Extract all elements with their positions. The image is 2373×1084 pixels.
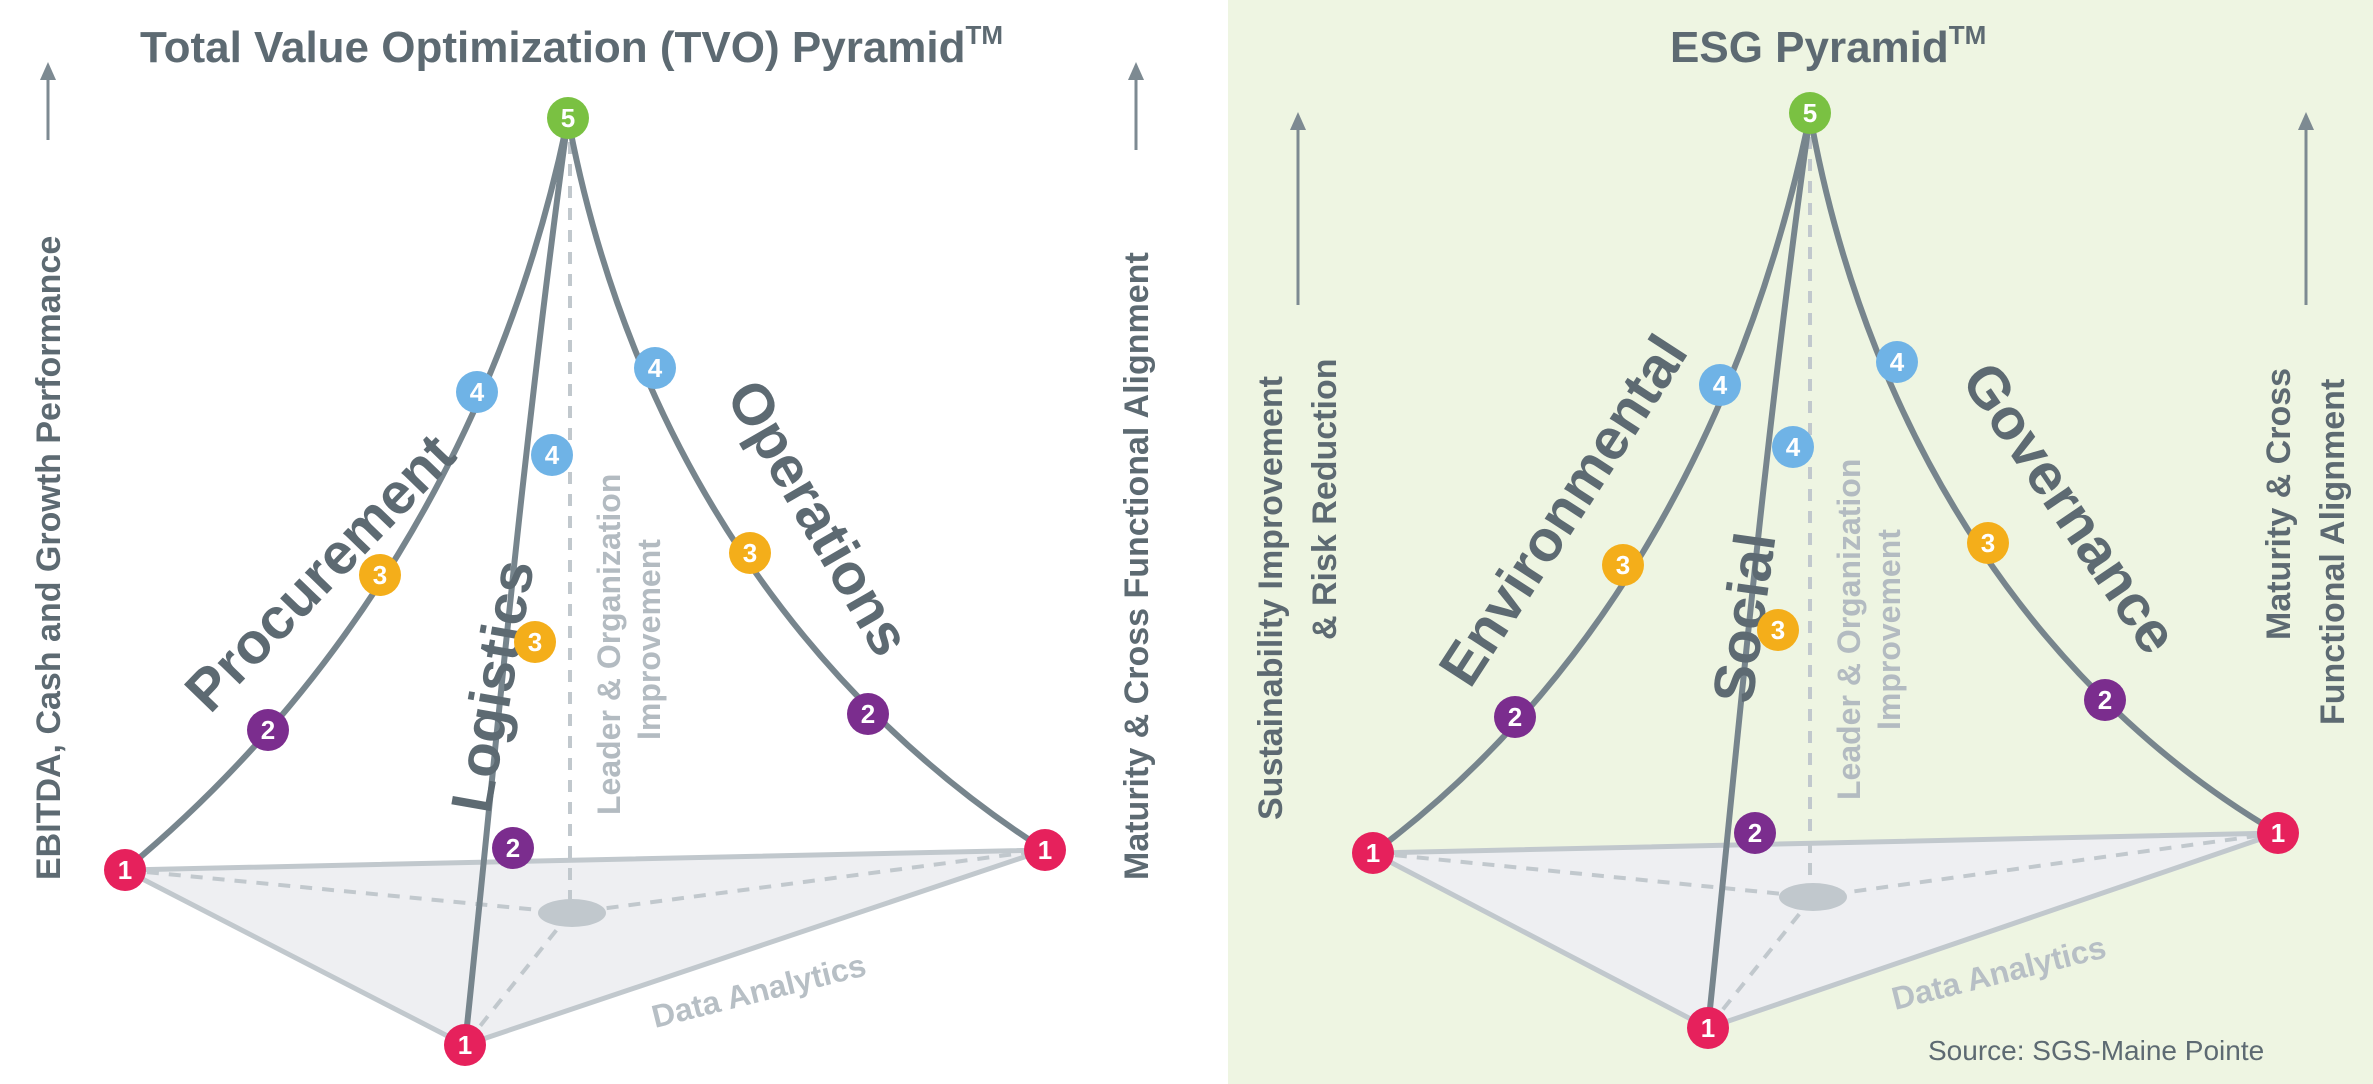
svg-text:5: 5: [561, 103, 575, 133]
tvo-right-axis-label: Maturity & Cross Functional Alignment: [1118, 252, 1156, 880]
tvo-pyramid: Total Value Optimization (TVO) PyramidTM…: [30, 20, 1156, 1066]
tvo-level-node: 5: [547, 97, 589, 139]
tvo-left-axis-label: EBITDA, Cash and Growth Performance: [30, 236, 68, 880]
esg-level-node: 3: [1757, 609, 1799, 651]
svg-text:3: 3: [373, 560, 387, 590]
esg-level-node: 3: [1967, 522, 2009, 564]
esg-level-node: 2: [2084, 679, 2126, 721]
svg-text:2: 2: [2098, 685, 2112, 715]
tvo-level-node: 2: [492, 827, 534, 869]
esg-level-node: 4: [1876, 341, 1918, 383]
tvo-level-node: 4: [456, 371, 498, 413]
tvo-label-procurement: Procurement: [173, 422, 468, 725]
tvo-base-fill: [125, 850, 1045, 1045]
svg-text:1: 1: [1038, 835, 1052, 865]
tvo-level-node: 1: [1024, 829, 1066, 871]
tvo-level-node: 1: [444, 1024, 486, 1066]
svg-text:4: 4: [1890, 347, 1905, 377]
tvo-right-axis: Maturity & Cross Functional Alignment: [1118, 62, 1156, 880]
esg-level-node: 2: [1494, 696, 1536, 738]
esg-level-node: 1: [1352, 832, 1394, 874]
tvo-level-node: 4: [531, 434, 573, 476]
esg-label-environmental: Environmental: [1426, 324, 1700, 697]
svg-text:2: 2: [1508, 702, 1522, 732]
esg-edge-environmental: [1370, 112, 1813, 856]
tvo-level-node: 4: [634, 347, 676, 389]
svg-text:3: 3: [1981, 528, 1995, 558]
svg-text:4: 4: [1786, 432, 1801, 462]
svg-text:1: 1: [2271, 818, 2285, 848]
esg-right-axis: Maturity & Cross Functional Alignment: [2260, 112, 2352, 725]
svg-text:2: 2: [861, 699, 875, 729]
tvo-edge-procurement: [122, 115, 571, 873]
esg-right-axis-label-2: Functional Alignment: [2314, 379, 2352, 725]
tvo-level-node: 3: [359, 554, 401, 596]
esg-right-axis-label-1: Maturity & Cross: [2260, 368, 2298, 640]
svg-text:3: 3: [1771, 615, 1785, 645]
esg-center-base: [1779, 883, 1847, 911]
esg-left-axis-label-2: & Risk Reduction: [1306, 359, 1344, 640]
tvo-level-node: 2: [247, 709, 289, 751]
svg-text:5: 5: [1803, 98, 1817, 128]
svg-text:3: 3: [743, 538, 757, 568]
esg-level-node: 4: [1772, 426, 1814, 468]
esg-left-axis: Sustainability Improvement & Risk Reduct…: [1252, 112, 1344, 820]
tvo-level-node: 3: [729, 532, 771, 574]
svg-text:2: 2: [1748, 818, 1762, 848]
tvo-edge-logistics: [462, 115, 571, 1048]
svg-text:1: 1: [458, 1030, 472, 1060]
esg-label-governance: Governance: [1949, 351, 2190, 665]
esg-level-node: 5: [1789, 92, 1831, 134]
esg-level-node: 1: [1687, 1007, 1729, 1049]
svg-text:4: 4: [648, 353, 663, 383]
svg-text:1: 1: [1366, 838, 1380, 868]
esg-title: ESG PyramidTM: [1670, 20, 1986, 72]
esg-pyramid: ESG PyramidTM Sustainability Improvement…: [1252, 20, 2352, 1066]
svg-text:2: 2: [261, 715, 275, 745]
esg-edge-social: [1705, 112, 1813, 1031]
tvo-level-node: 2: [847, 693, 889, 735]
svg-text:2: 2: [506, 833, 520, 863]
tvo-level-node: 3: [514, 621, 556, 663]
esg-base-fill: [1373, 833, 2278, 1028]
tvo-title: Total Value Optimization (TVO) PyramidTM: [140, 20, 1003, 72]
esg-level-node: 2: [1734, 812, 1776, 854]
svg-text:3: 3: [528, 627, 542, 657]
tvo-left-axis: EBITDA, Cash and Growth Performance: [30, 62, 68, 880]
svg-text:3: 3: [1616, 550, 1630, 580]
svg-text:1: 1: [118, 855, 132, 885]
tvo-label-logistics: Logistics: [439, 555, 547, 817]
esg-level-node: 3: [1602, 544, 1644, 586]
tvo-leader-line1: Leader & Organization: [591, 474, 627, 815]
tvo-label-operations: Operations: [714, 369, 923, 667]
source-note: Source: SGS-Maine Pointe: [1928, 1035, 2264, 1066]
tvo-level-node: 1: [104, 849, 146, 891]
tvo-center-base: [538, 899, 606, 927]
esg-leader-line1: Leader & Organization: [1831, 459, 1867, 800]
esg-level-node: 4: [1699, 364, 1741, 406]
svg-text:4: 4: [470, 377, 485, 407]
tvo-leader-line2: Improvement: [631, 539, 667, 740]
svg-text:4: 4: [545, 440, 560, 470]
svg-text:1: 1: [1701, 1013, 1715, 1043]
svg-text:4: 4: [1713, 370, 1728, 400]
esg-leader-line2: Improvement: [1871, 529, 1907, 730]
esg-left-axis-label-1: Sustainability Improvement: [1252, 376, 1290, 820]
esg-level-node: 1: [2257, 812, 2299, 854]
